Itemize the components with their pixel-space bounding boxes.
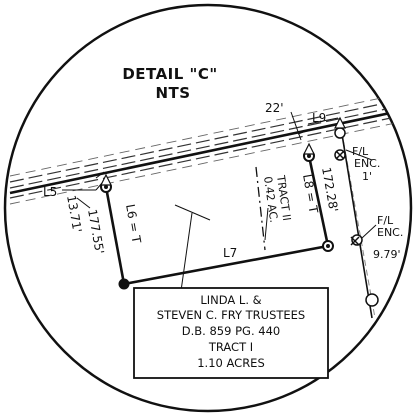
owner-line-4: TRACT I	[208, 340, 253, 354]
label-22: 22'	[265, 101, 284, 115]
label-1371: 13.71'	[64, 194, 84, 234]
label-17755: 177.55'	[85, 208, 107, 255]
fence-post-x-bottom	[350, 236, 360, 246]
owner-line-2: STEVEN C. FRY TRUSTEES	[157, 308, 305, 322]
fence-marker-bottom	[365, 293, 379, 307]
leader-l5-tick	[95, 182, 103, 191]
corner-marker-dot	[104, 185, 108, 189]
label-fl-bottom-enc: ENC.	[377, 226, 403, 239]
label-tract-ii: TRACT II	[274, 174, 293, 222]
label-l5: L5	[43, 185, 57, 199]
corner-marker-dot-3	[307, 154, 311, 158]
leader-tract-ii	[264, 207, 269, 241]
leader-l9	[307, 117, 339, 125]
leader-1371	[76, 197, 91, 209]
row-line-upper-3	[9, 92, 406, 177]
detail-circle	[3, 3, 413, 413]
leader-fl-top	[345, 149, 373, 161]
fence-marker-top	[334, 127, 346, 139]
leader-tract-i-box	[179, 212, 193, 299]
row-line-upper	[9, 98, 406, 183]
owner-line-3: D.B. 859 PG. 440	[182, 324, 280, 338]
owner-line-5: 1.10 ACRES	[197, 356, 265, 370]
label-fl-top-dist: 1'	[362, 170, 372, 183]
corner-marker-dot-2	[326, 244, 330, 248]
owner-line-1: LINDA L. &	[200, 293, 261, 307]
corner-marker-l6-l7	[118, 278, 130, 290]
label-fl-top: F/L	[352, 145, 369, 158]
arrow-marker-l8	[303, 142, 315, 155]
row-line-lower-2	[9, 120, 406, 205]
line-l8	[307, 155, 330, 247]
leader-fl-bottom	[361, 224, 377, 239]
label-fl-top-enc: ENC.	[354, 157, 380, 170]
property-line-road	[9, 110, 396, 195]
line-l7	[123, 244, 329, 286]
arrow-marker-l9	[334, 116, 346, 129]
leader-22-tick	[297, 129, 310, 135]
owner-box	[133, 287, 329, 379]
fence-line-2	[339, 121, 376, 319]
leader-1371-tick	[95, 171, 105, 179]
label-l7: L7	[223, 246, 237, 260]
fence-post-x-top	[335, 150, 345, 160]
line-l6	[104, 186, 126, 285]
label-l6: L6 = T	[123, 203, 144, 245]
label-l9: L9	[312, 111, 326, 125]
leader-tract-i	[174, 204, 211, 221]
label-l8: L8 = T	[300, 173, 321, 215]
detail-scale: NTS	[155, 84, 190, 102]
leader-22	[290, 111, 302, 141]
row-line-upper-2	[9, 104, 406, 189]
label-tract-ii-area: 0.42 AC.	[261, 176, 280, 224]
label-17228: 172.28'	[319, 166, 341, 213]
label-fl-bottom-dist: 9.79'	[373, 248, 401, 261]
label-fl-bottom: F/L	[377, 214, 394, 227]
tract-divider	[255, 166, 266, 251]
detail-title: DETAIL "C"	[122, 65, 217, 83]
arrow-marker-l6	[100, 173, 112, 186]
